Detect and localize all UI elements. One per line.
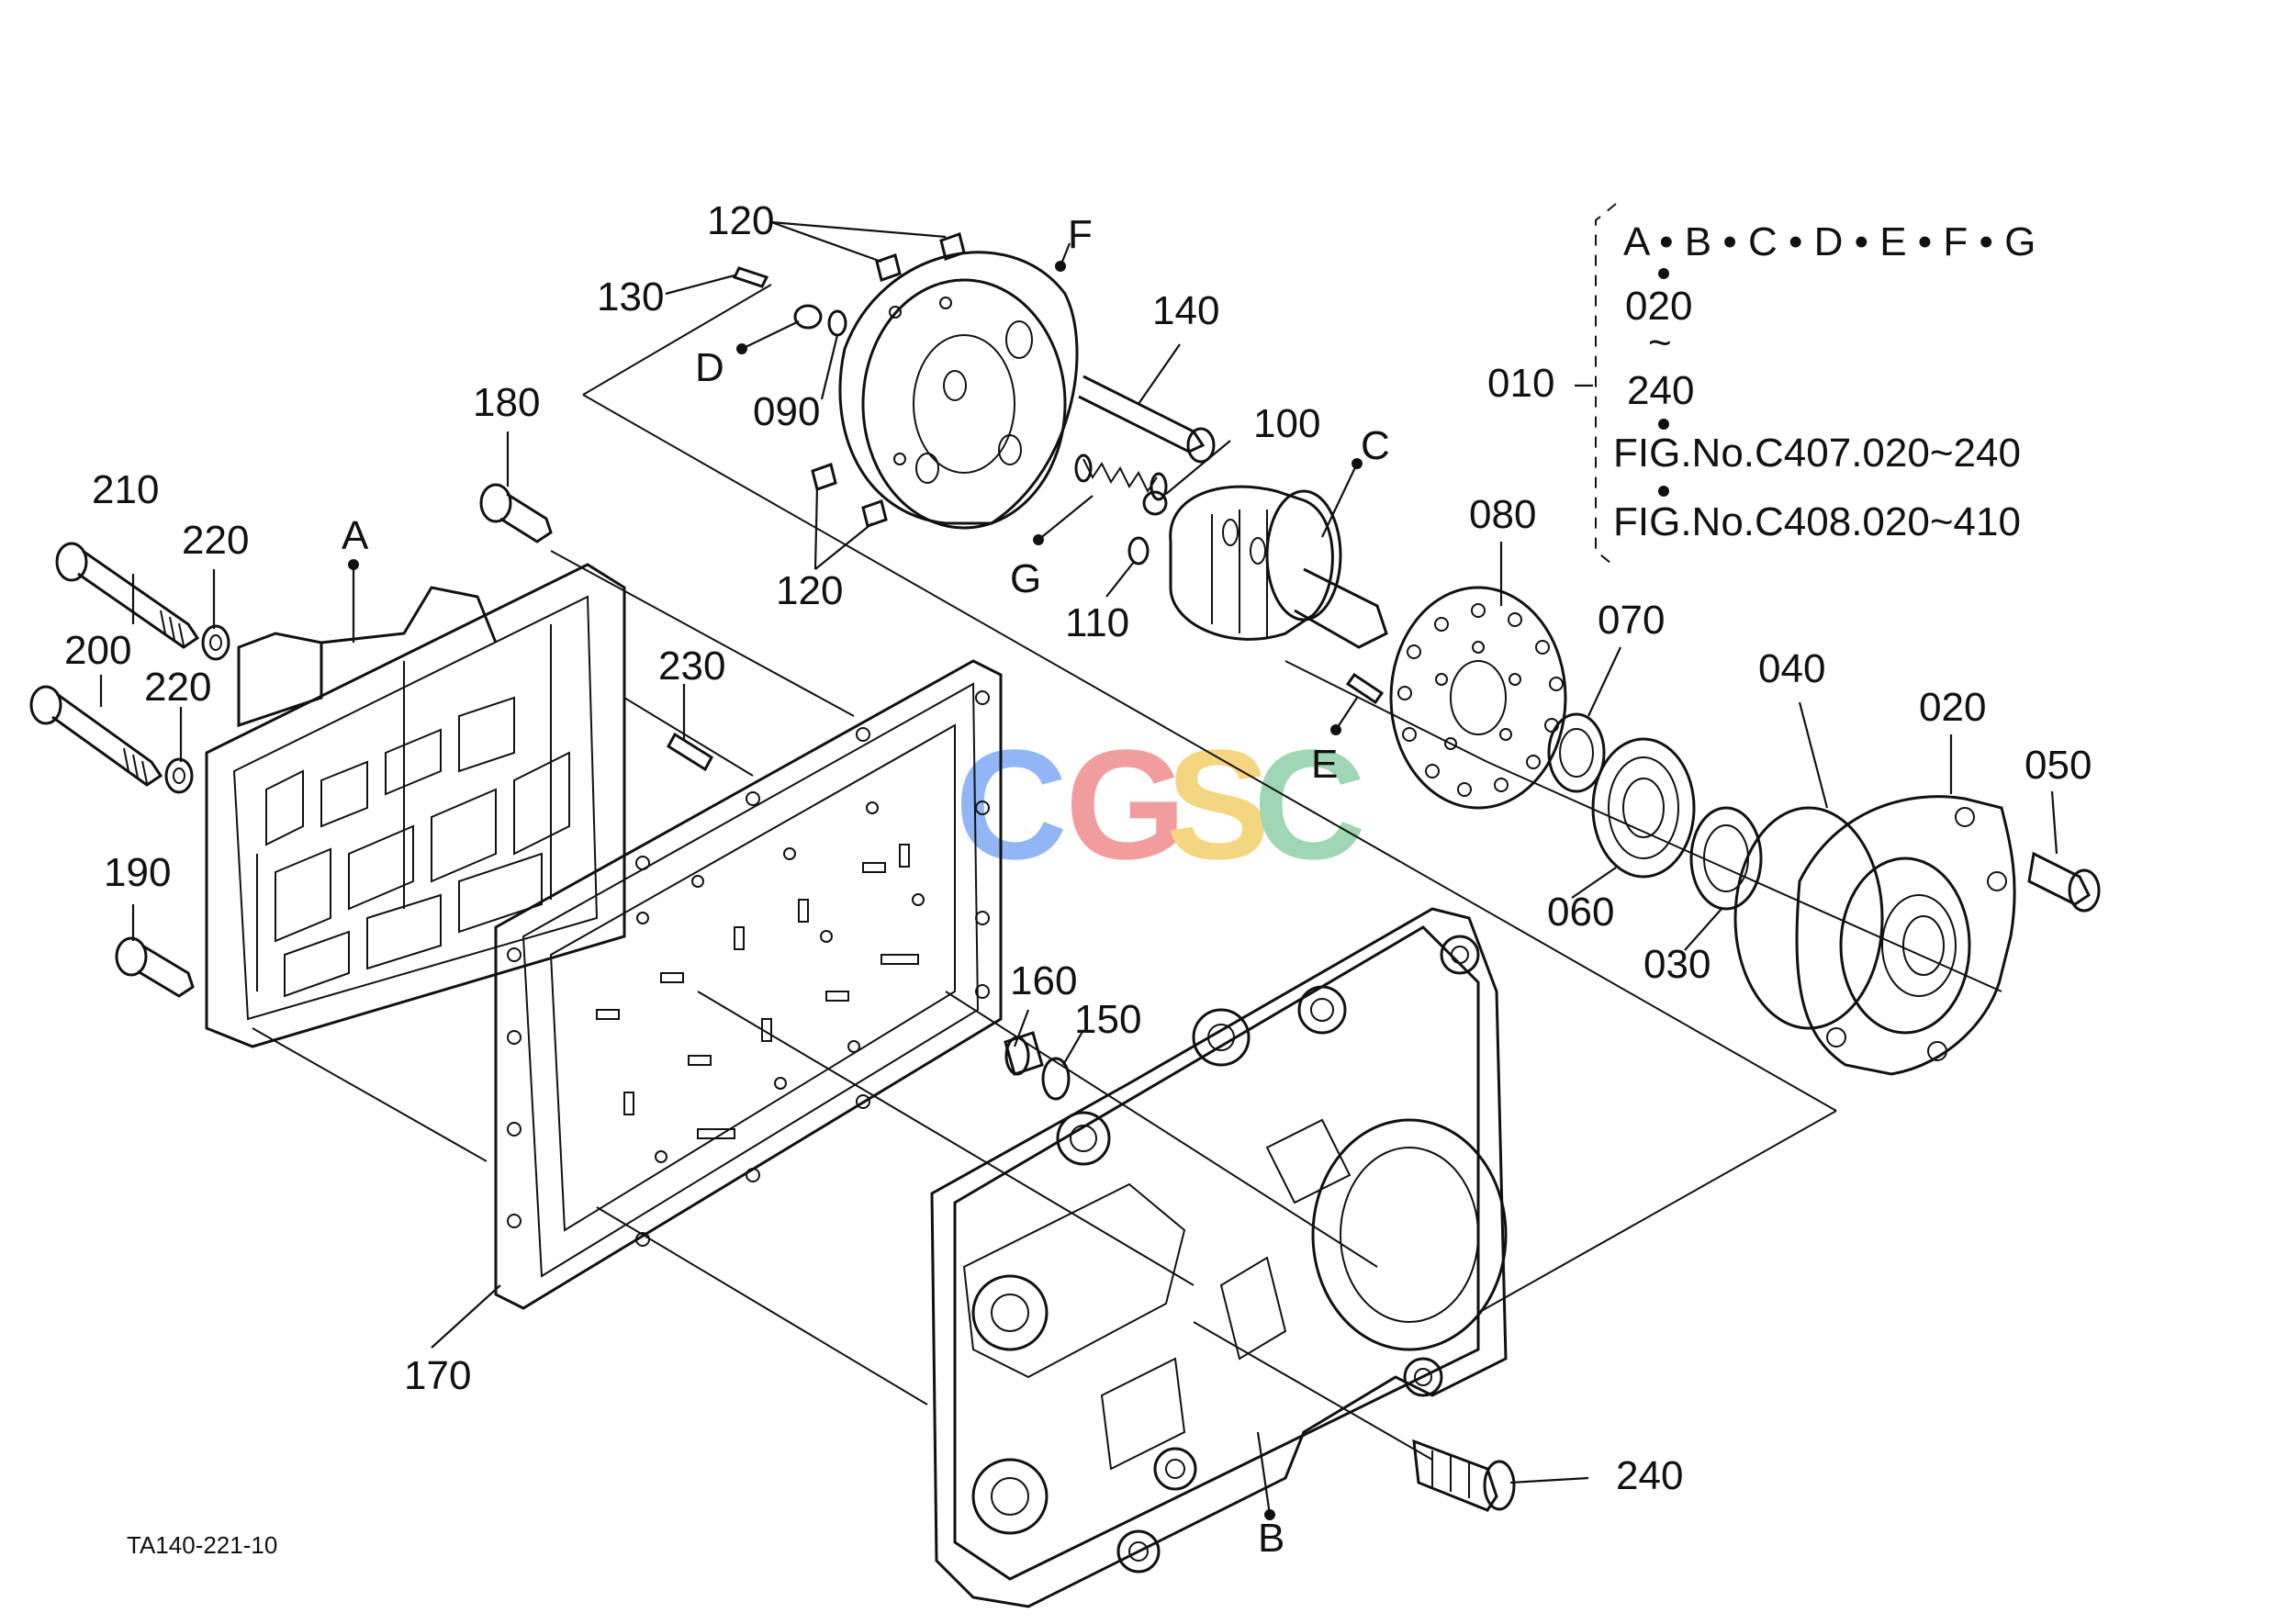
label-230: 230 <box>658 644 725 689</box>
label-150: 150 <box>1074 997 1141 1042</box>
label-220-top: 220 <box>182 518 249 563</box>
o-ring-110 <box>1127 536 1150 566</box>
watermark-letter-2: G <box>1065 718 1186 892</box>
housing-B <box>930 907 1508 1608</box>
disc-080 <box>1389 586 1567 810</box>
label-240: 240 <box>1616 1453 1683 1498</box>
washer-220-a <box>201 624 230 661</box>
ref-letter-A: A <box>342 513 369 558</box>
label-130: 130 <box>597 274 664 319</box>
label-070: 070 <box>1598 598 1665 643</box>
note-fig-ref-1: FIG.No.C407.020~240 <box>1613 431 2021 476</box>
label-040: 040 <box>1758 646 1825 691</box>
bolt-140 <box>1078 375 1216 464</box>
o-ring-150 <box>1041 1057 1071 1101</box>
leader-lines <box>99 220 2058 1484</box>
pin-230 <box>667 732 713 772</box>
valve-body-A <box>205 559 626 1048</box>
label-110: 110 <box>1065 600 1129 645</box>
plug-D <box>736 304 823 354</box>
watermark-letter-3: S <box>1166 718 1270 892</box>
label-090: 090 <box>753 389 820 434</box>
part-labels: 120 130 090 120 140 100 110 080 070 060 … <box>64 198 2092 1498</box>
label-190: 190 <box>104 850 171 895</box>
plug-240 <box>1412 1439 1516 1512</box>
label-080: 080 <box>1469 492 1536 537</box>
spool-C <box>1169 458 1388 649</box>
note-range-start: 020 <box>1625 284 1692 329</box>
pin-E <box>1330 672 1385 735</box>
drawing-code: TA140-221-10 <box>127 1531 277 1559</box>
label-160: 160 <box>1010 958 1077 1003</box>
ref-letter-F: F <box>1068 212 1093 257</box>
ref-letter-D: D <box>695 345 724 390</box>
note-letters-line: A • B • C • D • E • F • G <box>1623 219 2036 264</box>
label-120-top: 120 <box>707 198 774 243</box>
label-060: 060 <box>1547 890 1614 935</box>
ref-letter-E: E <box>1311 742 1338 787</box>
watermark-letter-1: C <box>955 718 1068 892</box>
ref-letter-B: B <box>1258 1516 1284 1561</box>
washer-220-b <box>164 757 194 794</box>
bolt-190 <box>115 936 195 998</box>
ball-100 <box>1142 490 1168 516</box>
label-010: 010 <box>1487 361 1554 406</box>
cylinder-F <box>838 242 1079 530</box>
bolt-210 <box>55 542 200 649</box>
note-range-end: 240 <box>1627 368 1694 413</box>
o-ring-090 <box>827 309 847 337</box>
label-120-bottom: 120 <box>776 568 843 613</box>
reference-letters: A B C D E F G <box>342 212 1390 1561</box>
label-020: 020 <box>1919 685 1986 730</box>
ref-letter-C: C <box>1361 423 1390 468</box>
plug-050 <box>2027 851 2101 913</box>
bolt-180 <box>479 483 553 543</box>
cover-020 <box>1795 795 2016 1076</box>
set-screws-120 <box>811 232 966 528</box>
gasket-170 <box>494 659 1003 1310</box>
o-ring-040 <box>1733 806 1884 1030</box>
note-fig-ref-2: FIG.No.C408.020~410 <box>1613 499 2021 544</box>
label-100: 100 <box>1253 401 1320 446</box>
label-170: 170 <box>404 1353 471 1398</box>
watermark-letter-4: C <box>1253 718 1366 892</box>
assembly-note: A • B • C • D • E • F • G 020 ~ 240 FIG.… <box>1613 219 2036 544</box>
ref-letter-G: G <box>1010 556 1041 601</box>
bearing-060 <box>1591 737 1696 879</box>
spring-G <box>1033 454 1168 545</box>
watermark: C G S C <box>955 718 1366 892</box>
pin-130 <box>732 266 769 288</box>
shim-070 <box>1547 712 1606 793</box>
plug-160 <box>1004 1031 1044 1076</box>
label-220-bottom: 220 <box>144 665 211 710</box>
label-050: 050 <box>2025 743 2092 788</box>
label-200: 200 <box>64 628 131 673</box>
label-180: 180 <box>473 380 540 425</box>
label-030: 030 <box>1643 942 1711 987</box>
label-210: 210 <box>92 467 159 512</box>
note-tilde: ~ <box>1648 320 1672 365</box>
bolt-200 <box>29 685 163 787</box>
label-140: 140 <box>1152 288 1219 333</box>
kit-bracket-010 <box>1595 203 1617 568</box>
